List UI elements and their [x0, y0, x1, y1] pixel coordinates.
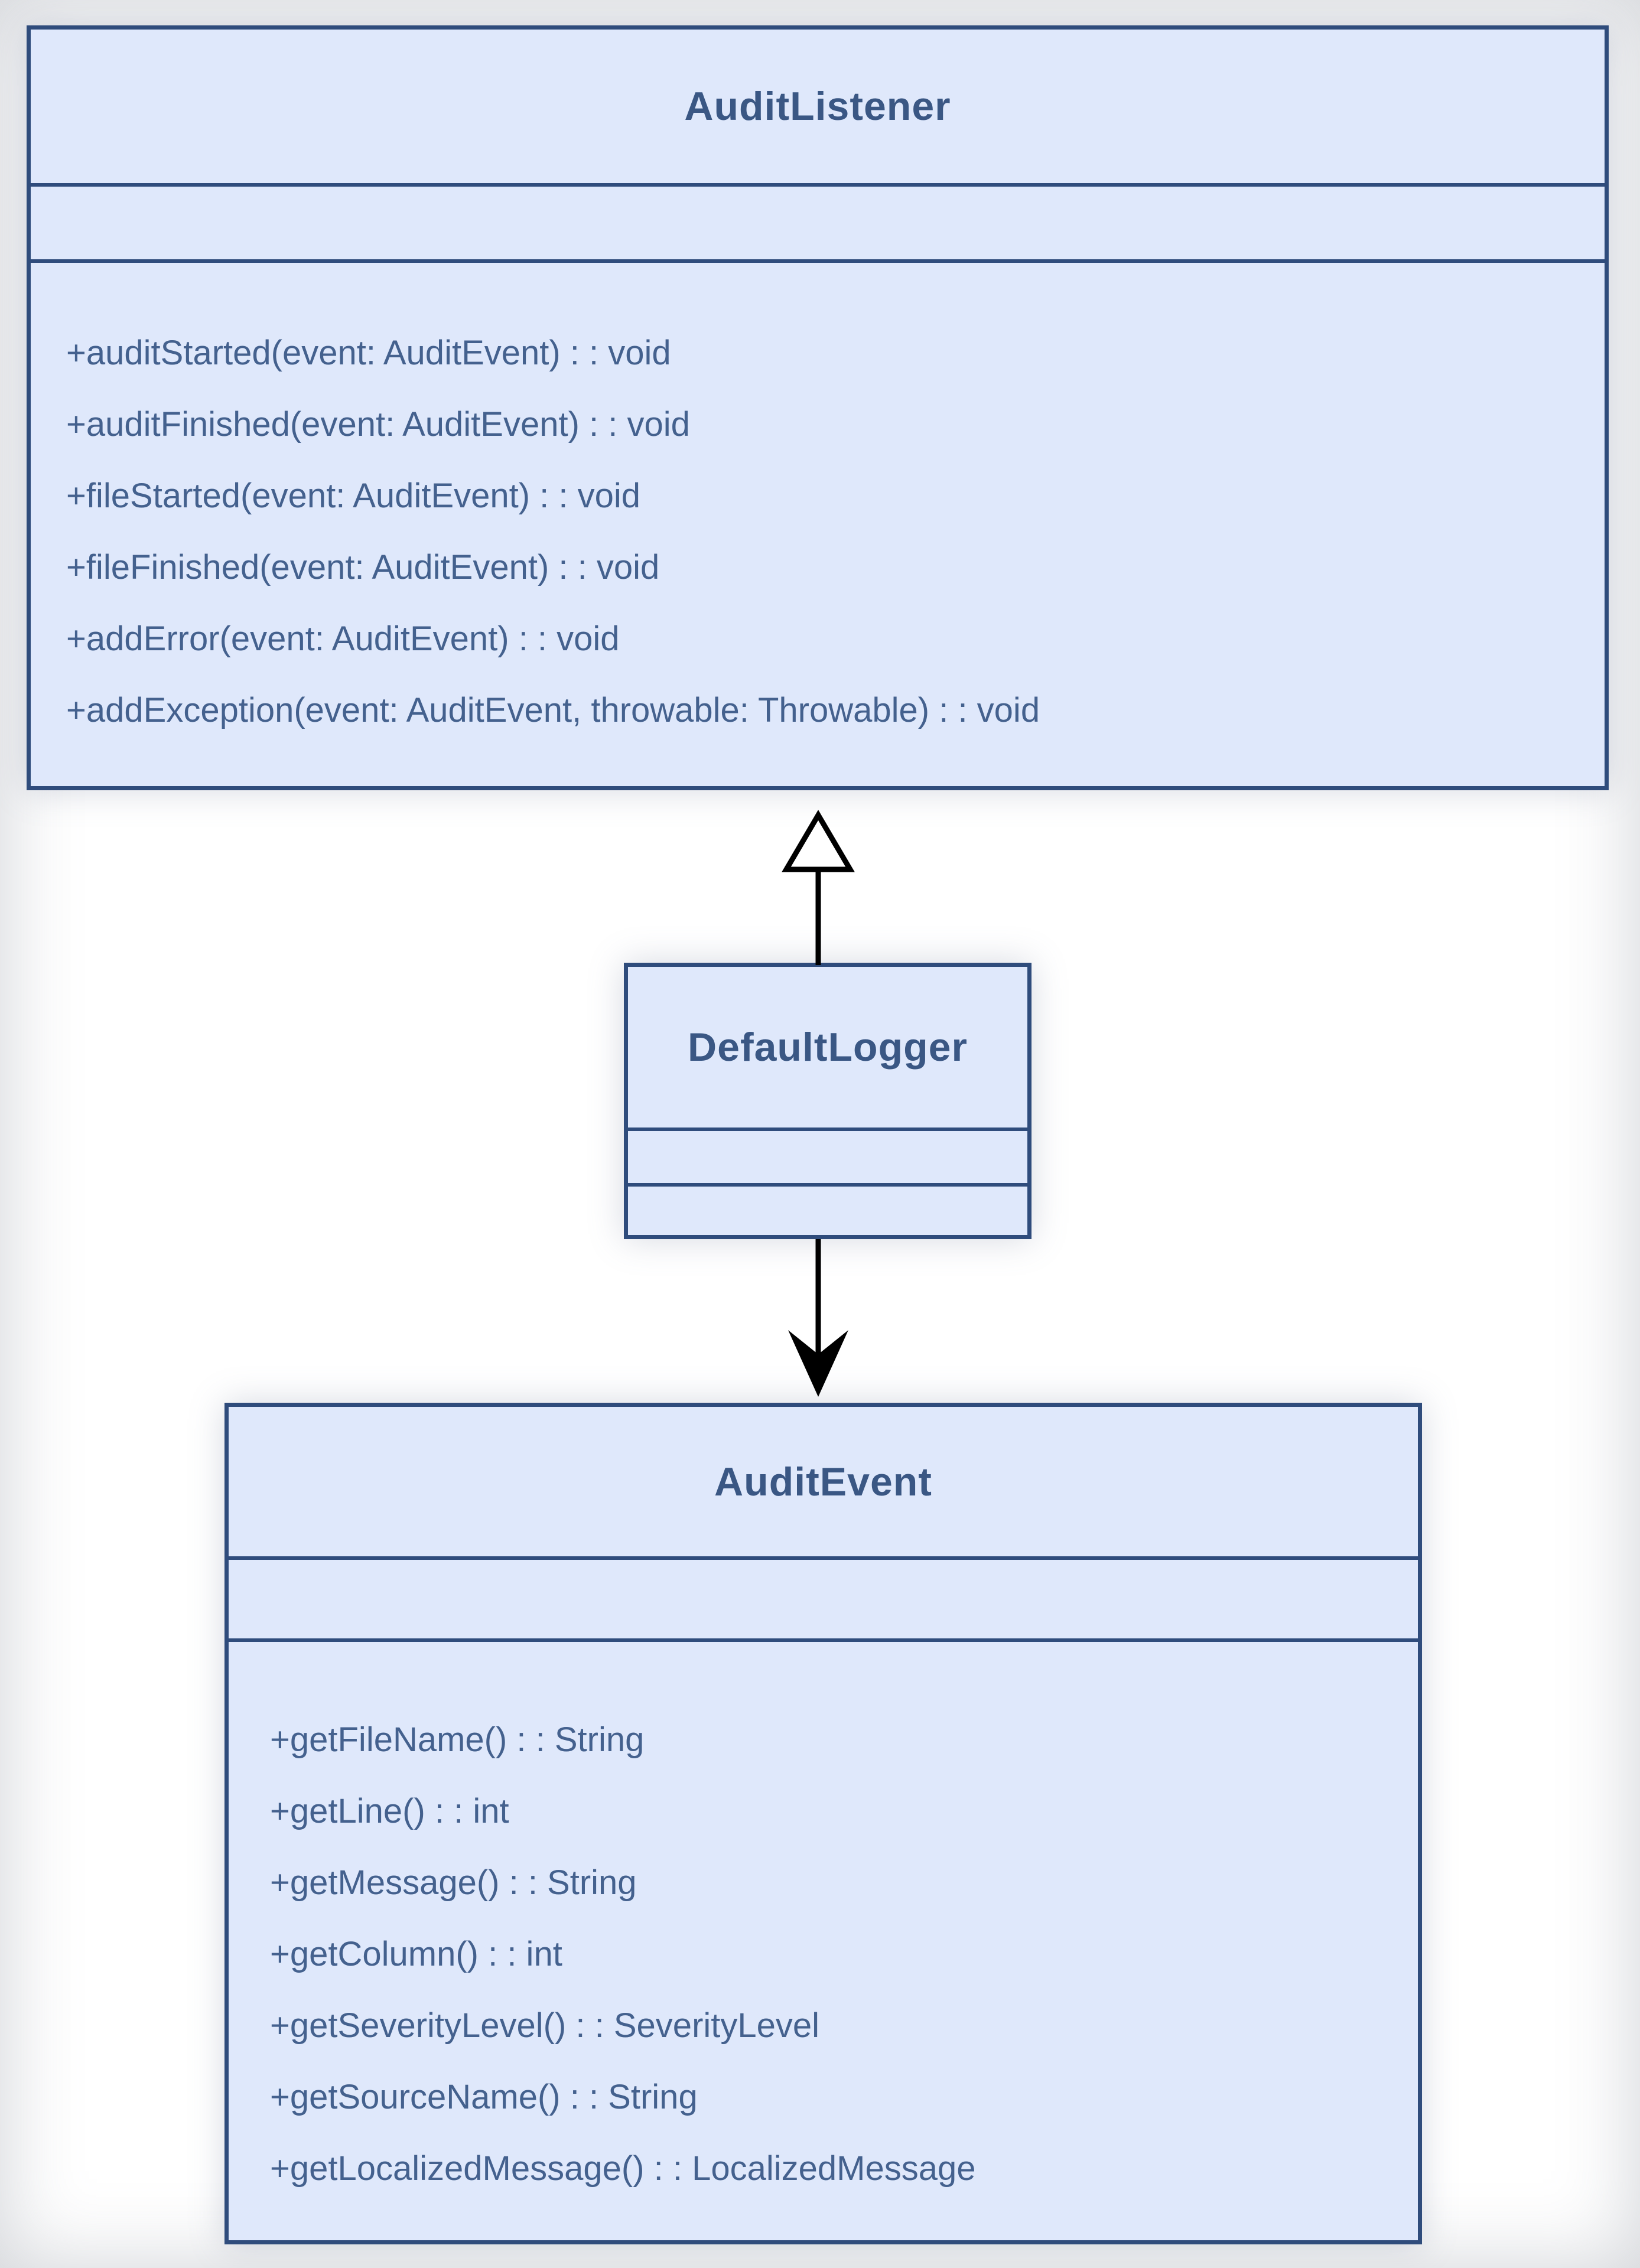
methods-compartment-audit-event: +getFileName() : : String +getLine() : :…: [229, 1638, 1418, 2240]
method-item: +addError(event: AuditEvent) : : void: [66, 620, 620, 658]
attributes-compartment-default-logger: [628, 1128, 1027, 1183]
methods-compartment-default-logger: [628, 1183, 1027, 1235]
method-item: +getSeverityLevel() : : SeverityLevel: [270, 2006, 820, 2045]
method-item: +getFileName() : : String: [270, 1720, 645, 1759]
class-box-default-logger[interactable]: DefaultLogger: [624, 963, 1031, 1239]
method-item: +getMessage() : : String: [270, 1863, 637, 1902]
method-item: +getLocalizedMessage() : : LocalizedMess…: [270, 2149, 976, 2188]
association-arrow[interactable]: [788, 1239, 848, 1397]
class-title-default-logger: DefaultLogger: [688, 1025, 968, 1070]
method-item: +auditStarted(event: AuditEvent) : : voi…: [66, 334, 671, 372]
class-box-audit-event[interactable]: AuditEvent +getFileName() : : String +ge…: [224, 1403, 1422, 2244]
realization-arrow[interactable]: [782, 810, 855, 965]
method-item: +auditFinished(event: AuditEvent) : : vo…: [66, 405, 690, 444]
method-item: +getColumn() : : int: [270, 1935, 562, 1973]
attributes-compartment-audit-event: [229, 1556, 1418, 1638]
method-item: +getLine() : : int: [270, 1792, 509, 1830]
method-item: +fileFinished(event: AuditEvent) : : voi…: [66, 548, 660, 586]
method-item: +addException(event: AuditEvent, throwab…: [66, 691, 1040, 729]
method-item: +getSourceName() : : String: [270, 2078, 698, 2116]
method-item: +fileStarted(event: AuditEvent) : : void: [66, 477, 641, 515]
attributes-compartment-audit-listener: [31, 183, 1605, 259]
class-box-audit-listener[interactable]: AuditListener +auditStarted(event: Audit…: [27, 25, 1609, 790]
class-title-audit-listener: AuditListener: [684, 84, 951, 129]
methods-compartment-audit-listener: +auditStarted(event: AuditEvent) : : voi…: [31, 259, 1605, 786]
class-title-audit-event: AuditEvent: [714, 1459, 932, 1504]
